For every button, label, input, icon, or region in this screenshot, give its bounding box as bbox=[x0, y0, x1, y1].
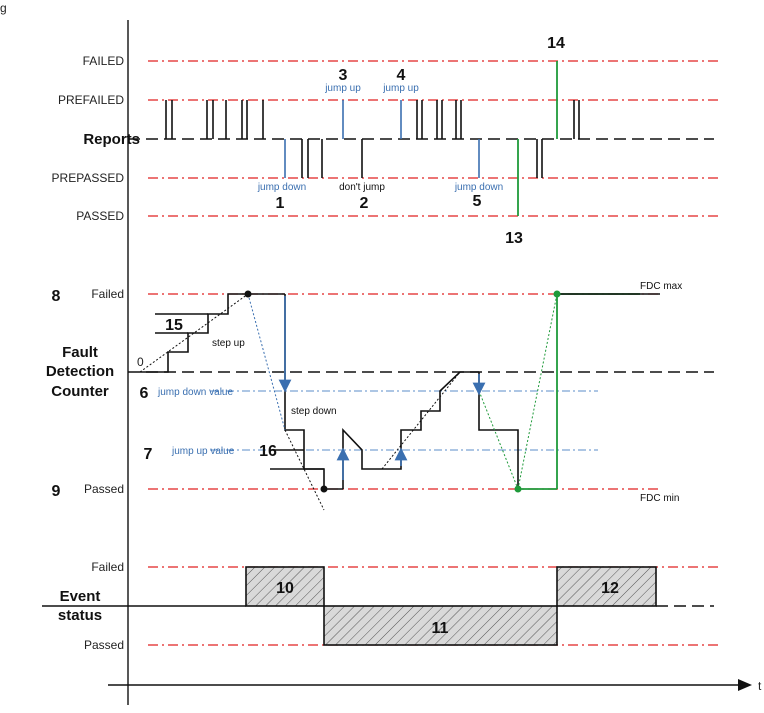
marker-3: 3 bbox=[339, 67, 348, 84]
event-passed-label: Passed bbox=[84, 638, 124, 652]
event-failed-block-10 bbox=[245, 566, 325, 607]
marker-14: 14 bbox=[547, 35, 565, 52]
jump-down-dotted bbox=[247, 293, 286, 431]
fdc-failed-label: Failed bbox=[91, 287, 124, 301]
jump-down-note-1: jump down bbox=[257, 182, 306, 193]
step-guides-up bbox=[155, 313, 208, 334]
jump-up-note-4: jump up bbox=[382, 83, 419, 94]
event-passed-block-11 bbox=[323, 605, 558, 646]
event-failed-block-12 bbox=[556, 566, 657, 607]
fdc-min-label: FDC min bbox=[640, 493, 679, 504]
jump-down-value-label: jump down value bbox=[157, 387, 233, 398]
prepassed-pulses bbox=[301, 139, 543, 178]
level-passed-label: PASSED bbox=[76, 209, 124, 223]
level-failed-label: FAILED bbox=[83, 54, 125, 68]
axes: t bbox=[108, 20, 762, 705]
marker-8: 8 bbox=[52, 288, 61, 305]
marker-4: 4 bbox=[397, 67, 406, 84]
marker-12: 12 bbox=[601, 580, 619, 597]
prefailed-pulses-a bbox=[165, 100, 264, 139]
marker-6: 6 bbox=[140, 385, 149, 402]
level-prepassed-label: PREPASSED bbox=[52, 171, 125, 185]
marker-1: 1 bbox=[276, 195, 285, 212]
event-title-line-1: Event bbox=[60, 588, 101, 605]
marker-7: 7 bbox=[144, 446, 153, 463]
header-partial-text: g bbox=[0, 1, 7, 15]
marker-5: 5 bbox=[473, 193, 482, 210]
dont-jump-note-2: don't jump bbox=[339, 182, 385, 193]
jump-down-note-5: jump down bbox=[454, 182, 503, 193]
fdc-title-line-1: Fault bbox=[62, 344, 98, 361]
fdc-max-label: FDC max bbox=[640, 281, 682, 292]
prefailed-pulses-b bbox=[416, 100, 580, 139]
marker-9: 9 bbox=[52, 483, 61, 500]
marker-13: 13 bbox=[505, 230, 523, 247]
step-down-label: step down bbox=[291, 406, 337, 417]
step-guides-down bbox=[270, 449, 324, 470]
to-failed-dotted bbox=[517, 293, 558, 490]
green-max-dot bbox=[553, 290, 561, 298]
fdc-zero-label: 0 bbox=[137, 355, 144, 369]
marker-15: 15 bbox=[165, 317, 183, 334]
event-title-line-2: status bbox=[58, 607, 102, 624]
fdc-title-line-2: Detection bbox=[46, 363, 114, 380]
marker-11: 11 bbox=[432, 620, 449, 637]
jump-up-value-label: jump up value bbox=[171, 446, 235, 457]
marker-10: 10 bbox=[276, 580, 294, 597]
level-prefailed-label: PREFAILED bbox=[58, 93, 124, 107]
green-min-dot bbox=[514, 485, 522, 493]
fdc-passed-label: Passed bbox=[84, 482, 124, 496]
reports-section: FAILED PREFAILED Reports PREPASSED PASSE… bbox=[52, 35, 718, 247]
fall-trend-dotted bbox=[284, 429, 325, 511]
marker-16: 16 bbox=[259, 443, 277, 460]
reach-max-dot bbox=[244, 290, 252, 298]
event-failed-label: Failed bbox=[91, 560, 124, 574]
time-axis-label: t bbox=[758, 679, 762, 693]
marker-2: 2 bbox=[360, 195, 369, 212]
fdc-title-line-3: Counter bbox=[51, 383, 109, 400]
event-status-section: Failed Passed Event status 10 11 12 bbox=[42, 560, 718, 652]
fdc-section: Failed 0 Passed Fault Detection Counter … bbox=[46, 281, 714, 511]
step-up-label: step up bbox=[212, 338, 245, 349]
jump-up-note-3: jump up bbox=[324, 83, 361, 94]
counter-second-rise bbox=[342, 371, 479, 489]
time-axis-arrowhead bbox=[738, 679, 752, 691]
reach-min-dot bbox=[320, 485, 328, 493]
counter-second-fall bbox=[478, 372, 519, 489]
counter-rise bbox=[140, 293, 285, 373]
reports-axis-label: Reports bbox=[83, 131, 140, 148]
to-passed-dotted bbox=[478, 390, 519, 490]
